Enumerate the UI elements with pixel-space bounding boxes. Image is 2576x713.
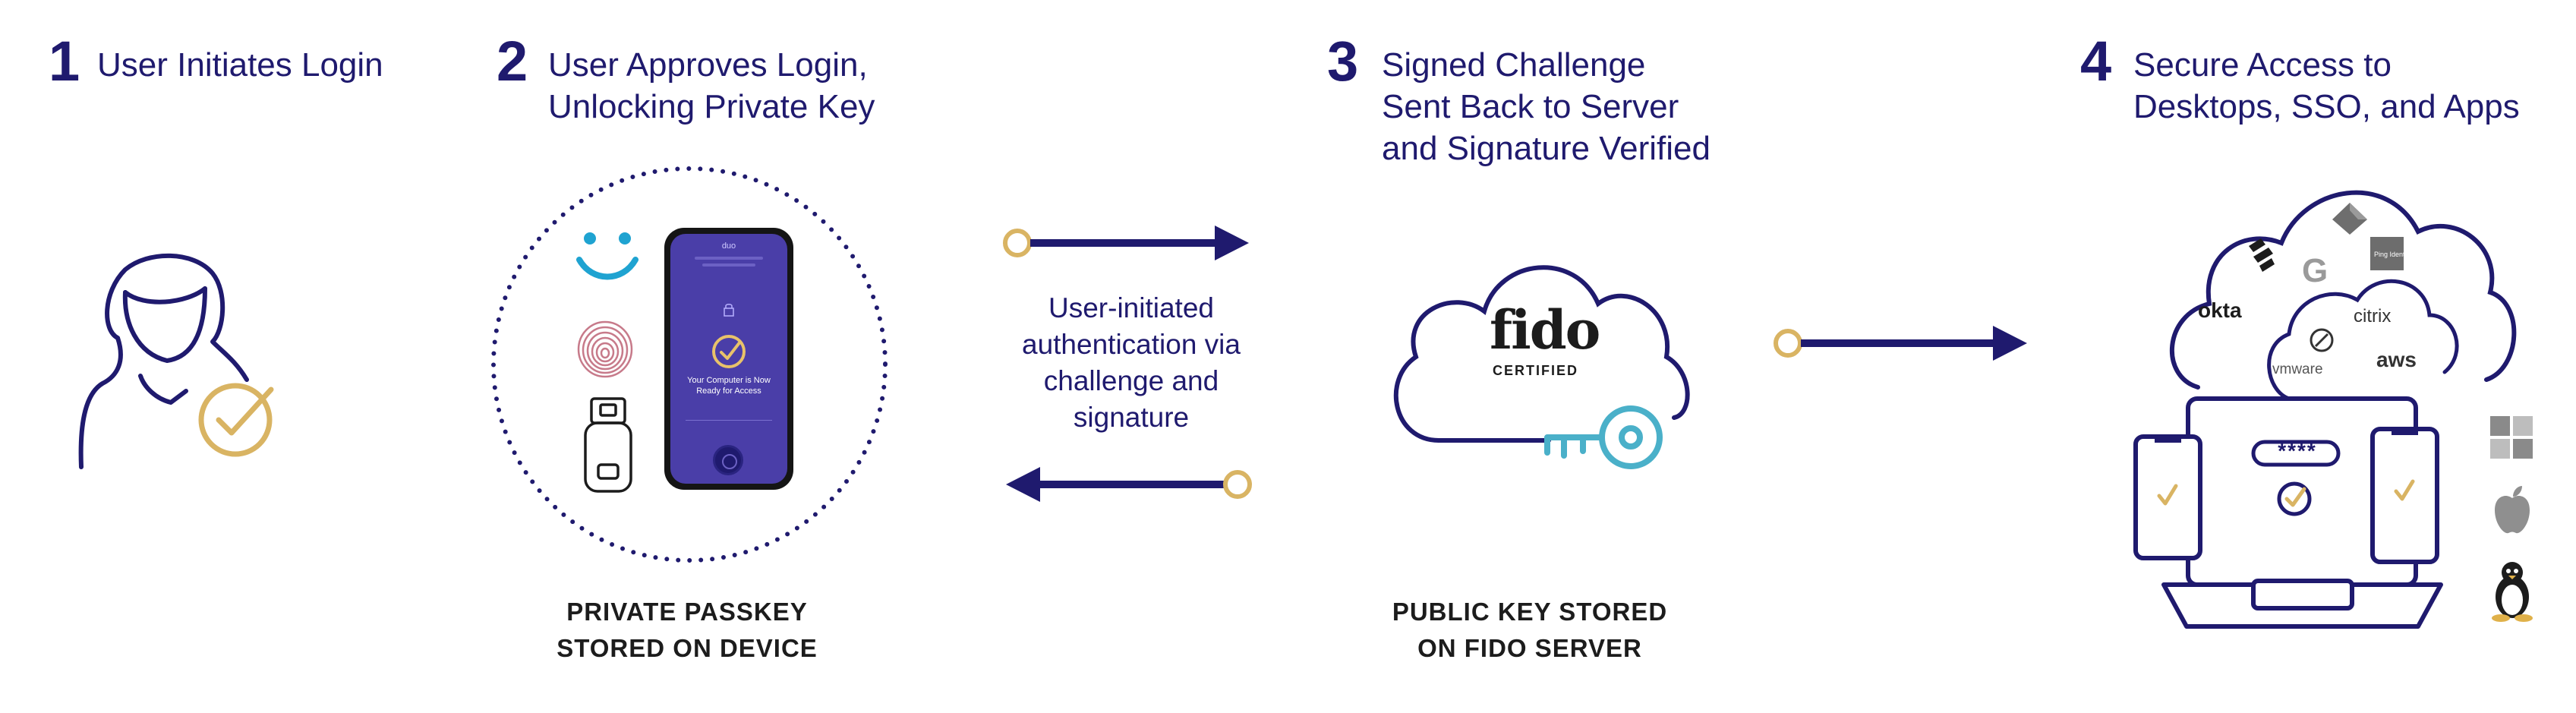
okta-logo: okta (2198, 298, 2242, 322)
google-logo: G (2302, 252, 2328, 289)
sync-icon (2310, 328, 2334, 352)
exchange-text: User-initiated authentication via challe… (1022, 292, 1241, 433)
left-phone (2133, 434, 2202, 560)
step-3-number: 3 (1327, 30, 1359, 93)
phone-device: duo Your Computer is Now Ready for Acces… (664, 228, 793, 490)
device-caption: PRIVATE PASSKEY STORED ON DEVICE (557, 598, 818, 662)
step-4-number: 4 (2080, 30, 2112, 93)
laptop-device (2161, 396, 2443, 629)
user-icon (78, 253, 274, 469)
arrow-to-device (1006, 467, 1252, 502)
fido-certified: CERTIFIED (1493, 363, 1579, 378)
phone-approve-button[interactable] (713, 445, 743, 475)
right-phone (2370, 427, 2439, 564)
phone-status-line (702, 263, 755, 267)
step-1-title: User Initiates Login (97, 46, 383, 84)
svg-text:Ping Identity: Ping Identity (2374, 251, 2412, 258)
step-2-title: User Approves Login, Unlocking Private K… (548, 46, 875, 125)
step-4-title: Secure Access to Desktops, SSO, and Apps (2133, 46, 2520, 125)
apple-icon (2495, 486, 2530, 534)
server-caption: PUBLIC KEY STORED ON FIDO SERVER (1392, 598, 1668, 662)
phone-lock-icon (724, 304, 734, 317)
citrix-logo: citrix (2354, 306, 2392, 327)
step-1-number: 1 (49, 30, 80, 93)
security-key-icon (584, 397, 632, 493)
bitbucket-icon (2332, 203, 2367, 235)
arrow-to-server (1003, 226, 1249, 260)
phone-divider (686, 420, 772, 421)
step-3-title: Signed Challenge Sent Back to Server and… (1382, 46, 1711, 167)
windows-icon (2490, 416, 2533, 459)
linux-icon (2492, 562, 2533, 622)
phone-status-line (695, 257, 763, 260)
vmware-logo: vmware (2272, 361, 2323, 377)
fido-logo: fido (1490, 298, 1600, 361)
fido-cloud (1394, 265, 1690, 443)
step-2-number: 2 (497, 30, 528, 93)
phone-app-name: duo (721, 241, 736, 251)
key-icon (1544, 405, 1663, 469)
phone-screen: duo Your Computer is Now Ready for Acces… (670, 234, 787, 484)
phone-check-icon (712, 335, 746, 368)
face-id-icon (576, 232, 638, 280)
password-field: **** (2278, 439, 2317, 462)
authenticator-circle (491, 166, 888, 563)
phone-message: Your Computer is Now Ready for Access (687, 376, 771, 396)
aws-logo: aws (2376, 348, 2417, 371)
app-swirl-icon (2249, 238, 2275, 272)
arrow-to-access (1774, 326, 2027, 361)
fingerprint-icon (577, 320, 633, 378)
ping-identity-logo: Ping Identity (2370, 237, 2412, 270)
